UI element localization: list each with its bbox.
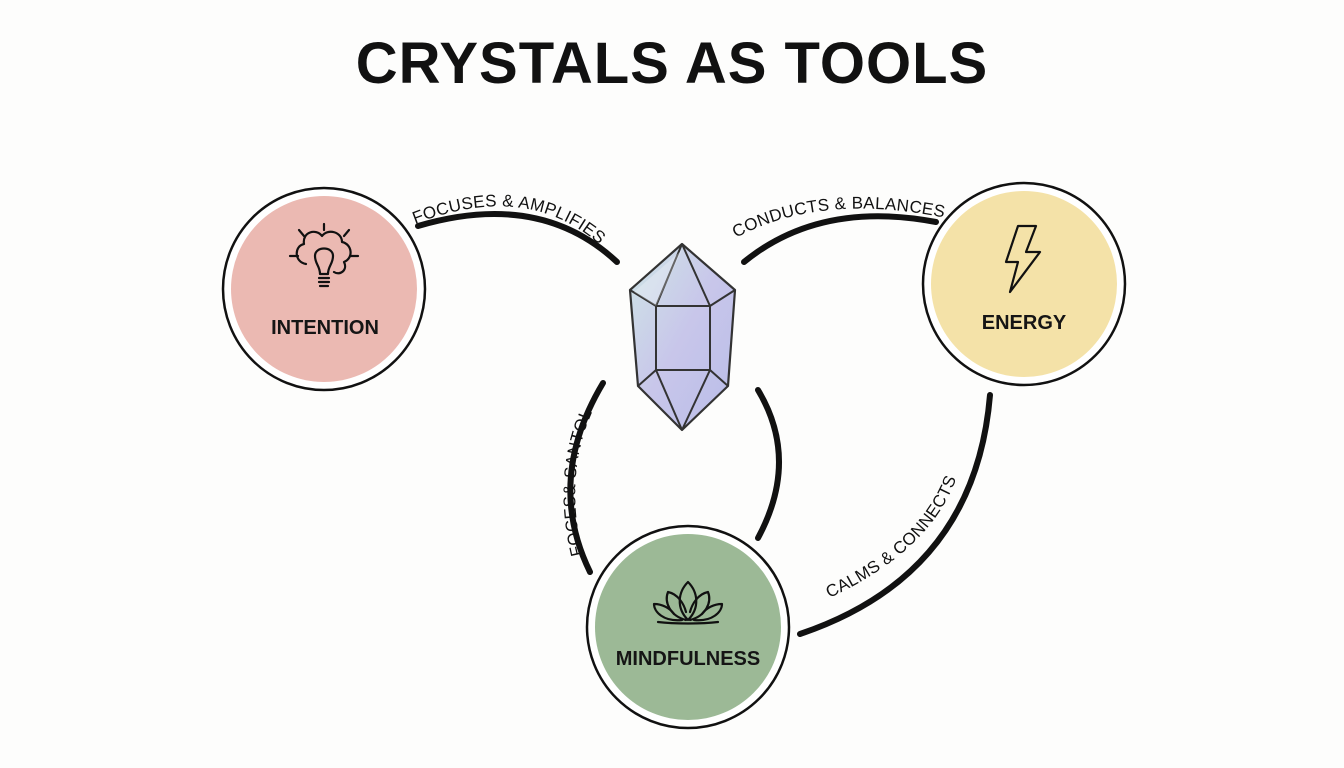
page-title: CRYSTALS AS TOOLS: [355, 31, 989, 96]
intention-fill: [231, 196, 417, 382]
edge-label-crystal-mindfulness: FOCES& SANTOL: [560, 406, 596, 558]
edge-crystal-energy: [741, 213, 939, 265]
edge-crystal-mindfulness-right: [755, 387, 782, 541]
lotus-icon: [652, 580, 724, 625]
node-label-intention: INTENTION: [271, 317, 379, 339]
node-label-energy: ENERGY: [982, 312, 1067, 334]
lightning-bolt-icon: [1004, 224, 1042, 294]
edge-crystal-mindfulness-left: [567, 380, 606, 575]
edge-label-focuses-amplifies: FOCUSES & AMPLIFIES: [410, 191, 610, 247]
node-energy: ENERGY: [921, 181, 1127, 387]
lightbulb-brain-icon: [288, 222, 360, 288]
edge-energy-mindfulness: [797, 392, 993, 637]
crystal-icon: [628, 242, 737, 432]
mindfulness-fill: [595, 534, 781, 720]
node-label-mindfulness: MINDFULNESS: [616, 648, 760, 670]
node-mindfulness: MINDFULNESS: [585, 524, 791, 730]
edge-intention-crystal: [415, 211, 620, 265]
node-intention: INTENTION: [221, 186, 427, 392]
energy-fill: [931, 191, 1117, 377]
